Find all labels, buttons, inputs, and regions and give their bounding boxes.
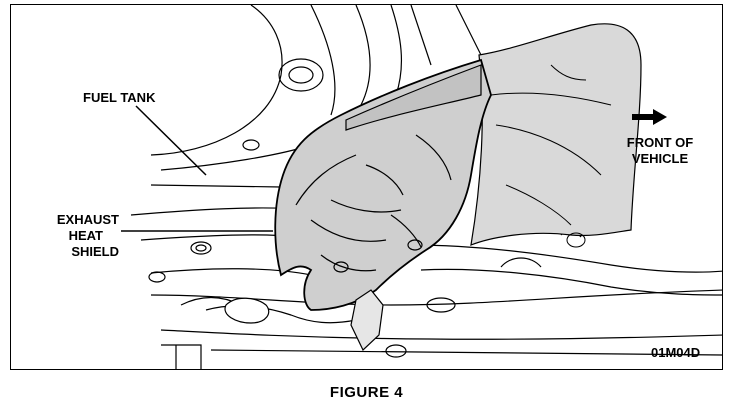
muffler-background-part xyxy=(470,23,642,246)
exhaust-label-line1: EXHAUST xyxy=(56,212,119,227)
heat-shield-contour-lines xyxy=(295,134,452,273)
front-label-line1: FRONT OF xyxy=(626,135,694,150)
exhaust-label-line3: SHIELD xyxy=(71,244,119,259)
muffler-detail-lines xyxy=(490,64,612,248)
leader-lines xyxy=(121,105,273,232)
exhaust-label-line2: HEAT xyxy=(68,228,103,243)
front-direction-arrow-icon xyxy=(632,109,667,125)
exhaust-hanger-bracket xyxy=(350,289,384,351)
rubber-isolator xyxy=(224,297,270,324)
exhaust-heat-shield xyxy=(274,58,492,311)
front-of-vehicle-label: FRONT OF VEHICLE xyxy=(605,135,715,167)
heat-shield-top-flange xyxy=(345,64,482,131)
exhaust-heat-shield-illustration xyxy=(121,5,722,369)
fuel-tank-label: FUEL TANK xyxy=(83,90,156,105)
front-label-line2: VEHICLE xyxy=(631,151,689,166)
figure-code: 01M04D xyxy=(651,345,701,360)
figure-caption: FIGURE 4 xyxy=(329,384,404,401)
exhaust-heat-shield-label: EXHAUST HEAT SHIELD xyxy=(39,212,119,260)
fuel-tank-leader xyxy=(135,105,207,176)
diagram-frame: FUEL TANK EXHAUST HEAT SHIELD FRONT OF V… xyxy=(10,4,723,370)
